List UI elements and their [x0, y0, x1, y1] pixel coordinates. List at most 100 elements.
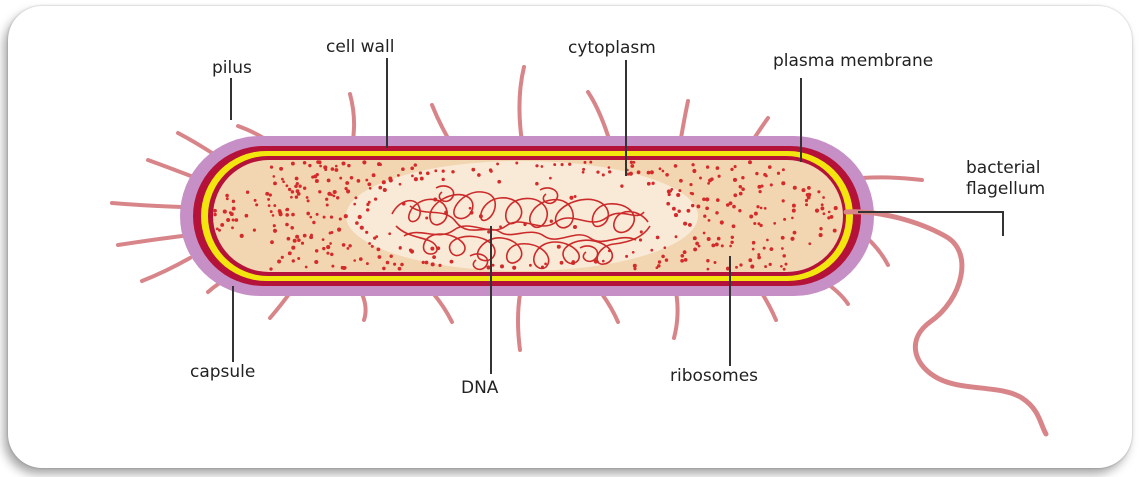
ribosome-dot [240, 234, 244, 238]
ribosome-dot [770, 183, 773, 186]
ribosome-dot [677, 210, 680, 213]
ribosome-dot [269, 267, 272, 270]
ribosome-dot [366, 203, 369, 206]
ribosome-dot [314, 260, 318, 264]
ribosome-dot [693, 236, 697, 240]
ribosome-dot [568, 163, 571, 166]
ribosome-dot [377, 248, 381, 252]
ribosome-dot [432, 255, 436, 259]
ribosome-dot [650, 249, 653, 252]
ribosome-dot [782, 199, 785, 202]
ribosome-dot [367, 182, 371, 186]
ribosome-dot [359, 257, 363, 261]
ribosome-dot [306, 212, 310, 216]
ribosome-dot [327, 178, 331, 182]
ribosome-dot [246, 191, 249, 194]
ribosome-dot [550, 220, 553, 223]
ribosome-dot [801, 188, 805, 192]
ribosome-dot [707, 182, 710, 185]
ribosome-dot [602, 260, 605, 263]
ribosome-dot [297, 257, 300, 260]
ribosome-dot [277, 260, 281, 264]
ribosome-dot [318, 190, 321, 193]
ribosome-dot [730, 241, 733, 244]
ribosome-dot [680, 259, 684, 263]
ribosome-dot [647, 171, 651, 175]
ribosome-dot [828, 211, 831, 214]
ribosome-dot [512, 266, 516, 270]
ribosome-dot [650, 170, 654, 174]
ribosome-dot [665, 258, 668, 261]
ribosome-dot [334, 168, 338, 172]
ribosome-dot [330, 231, 333, 234]
ribosome-dot [348, 244, 351, 247]
ribosome-dot [679, 179, 683, 183]
ribosome-dot [487, 230, 490, 233]
ribosome-dot [226, 197, 229, 200]
ribosome-dot [230, 212, 234, 216]
ribosome-dot [285, 223, 289, 227]
ribosome-dot [691, 163, 694, 166]
ribosome-dot [741, 176, 744, 179]
ribosome-dot [672, 207, 676, 211]
ribosome-dot [557, 245, 561, 249]
ribosome-dot [344, 214, 348, 218]
ribosome-dot [365, 231, 368, 234]
ribosome-dot [477, 173, 481, 177]
ribosome-dot [333, 190, 337, 194]
ribosome-dot [327, 192, 331, 196]
ribosome-dot [442, 169, 445, 172]
ribosome-dot [369, 187, 372, 190]
ribosome-dot [735, 266, 738, 269]
ribosome-dot [757, 253, 760, 256]
ribosome-dot [768, 165, 772, 169]
ribosome-dot [703, 215, 706, 218]
ribosome-dot [500, 264, 504, 268]
ribosome-dot [226, 218, 230, 222]
ribosome-dot [632, 251, 635, 254]
ribosome-dot [330, 253, 333, 256]
ribosome-dot [373, 236, 376, 239]
ribosome-dot [549, 177, 552, 180]
ribosome-dot [792, 204, 796, 208]
ribosome-dot [223, 210, 227, 214]
ribosome-dot [639, 238, 642, 241]
ribosome-dot [308, 164, 311, 167]
ribosome-dot [757, 222, 760, 225]
ribosome-dot [793, 231, 797, 235]
ribosome-dot [335, 165, 338, 168]
ribosome-dot [273, 204, 276, 207]
ribosome-dot [817, 190, 820, 193]
ribosome-dot [753, 222, 756, 225]
ribosome-dot [807, 186, 811, 190]
ribosome-dot [666, 202, 670, 206]
ribosome-dot [683, 222, 687, 226]
ribosome-dot [322, 238, 325, 241]
ribosome-dot [382, 180, 386, 184]
ribosome-dot [819, 233, 823, 237]
ribosome-dot [346, 247, 349, 250]
ribosome-dot [235, 218, 239, 222]
ribosome-dot [596, 170, 599, 173]
ribosome-dot [450, 260, 454, 264]
ribosome-dot [718, 175, 721, 178]
ribosome-dot [730, 168, 733, 171]
ribosome-dot [490, 170, 493, 173]
ribosome-dot [422, 261, 425, 264]
ribosome-dot [337, 228, 341, 232]
ribosome-dot [319, 165, 322, 168]
ribosome-dot [734, 165, 737, 168]
ribosome-dot [371, 245, 374, 248]
ribosome-dot [674, 164, 678, 168]
ribosome-dot [665, 173, 669, 177]
ribosome-dot [232, 207, 236, 211]
pilus-label: pilus [212, 60, 252, 78]
cell-wall-label: cell wall [326, 39, 394, 57]
ribosome-dot [741, 187, 745, 191]
ribosome-dot [311, 176, 314, 179]
ribosome-dot [687, 209, 691, 213]
ribosome-dot [253, 229, 256, 232]
ribosome-dot [750, 265, 754, 269]
ribosome-dot [739, 185, 742, 188]
ribosome-dot [306, 196, 309, 199]
